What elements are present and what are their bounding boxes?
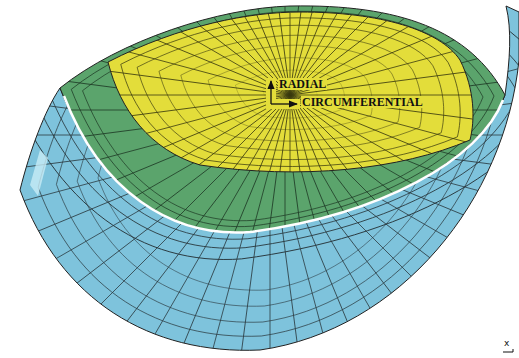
highlight-patch: [30, 150, 48, 196]
outer-region: [20, 6, 519, 350]
radial-arrow: [270, 81, 271, 104]
axis-glyph: [503, 352, 513, 353]
direction-label: RADIAL: [278, 78, 327, 90]
circumferential-arrow: [271, 103, 297, 104]
outer-outline: [20, 6, 519, 350]
core-outline: [108, 12, 473, 172]
direction-label: CIRCUMFERENTIAL: [301, 96, 424, 108]
axis-glyph: [513, 349, 514, 352]
axis-label: x: [503, 339, 510, 348]
